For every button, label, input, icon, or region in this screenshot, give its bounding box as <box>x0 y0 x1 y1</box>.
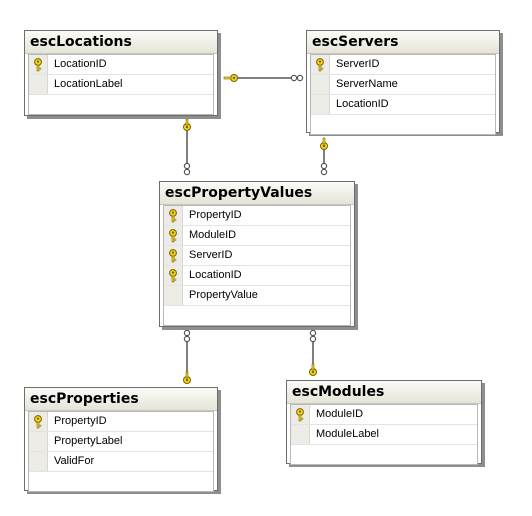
column-row[interactable]: ModuleID <box>291 405 477 425</box>
column-list: ModuleID ModuleLabel <box>290 404 478 465</box>
column-list: PropertyID ModuleID ServerID LocationID Prop… <box>163 205 351 326</box>
row-selector[interactable] <box>164 226 183 245</box>
row-selector[interactable] <box>291 425 310 444</box>
row-selector[interactable] <box>311 55 330 74</box>
column-row[interactable]: PropertyID <box>29 412 213 432</box>
table-title[interactable]: escLocations <box>25 31 217 54</box>
infinity-icon <box>183 329 191 343</box>
table-esclocations[interactable]: escLocations LocationID LocationLabel <box>24 30 218 116</box>
column-name: ModuleLabel <box>316 428 379 440</box>
key-end-icon <box>183 118 191 131</box>
empty-column-row[interactable] <box>29 95 213 114</box>
key-icon <box>33 57 43 72</box>
column-row[interactable]: ServerID <box>311 55 495 75</box>
column-row[interactable]: LocationID <box>311 95 495 115</box>
row-selector[interactable] <box>164 246 183 265</box>
key-icon <box>33 414 43 429</box>
table-title[interactable]: escServers <box>307 31 499 54</box>
row-selector[interactable] <box>29 75 48 94</box>
row-selector[interactable] <box>29 412 48 431</box>
row-selector[interactable] <box>29 452 48 471</box>
column-name: ValidFor <box>54 455 95 467</box>
table-title[interactable]: escProperties <box>25 388 217 411</box>
row-selector[interactable] <box>29 432 48 451</box>
table-escmodules[interactable]: escModules ModuleID ModuleLabel <box>286 380 482 465</box>
infinity-icon <box>183 162 191 176</box>
table-title[interactable]: escPropertyValues <box>160 182 354 205</box>
key-end-icon <box>309 363 317 376</box>
row-selector[interactable] <box>164 286 183 305</box>
key-icon <box>295 407 305 422</box>
column-row[interactable]: PropertyValue <box>164 286 350 306</box>
column-row[interactable]: PropertyLabel <box>29 432 213 452</box>
empty-column-row[interactable] <box>29 472 213 491</box>
key-icon <box>168 228 178 243</box>
row-selector[interactable] <box>291 405 310 424</box>
column-name: LocationID <box>189 269 242 281</box>
column-row[interactable]: LocationID <box>29 55 213 75</box>
key-icon <box>315 57 325 72</box>
column-list: LocationID LocationLabel <box>28 54 214 115</box>
empty-column-row[interactable] <box>291 445 477 464</box>
column-name: PropertyID <box>189 209 242 221</box>
column-row[interactable]: ModuleID <box>164 226 350 246</box>
key-icon <box>168 268 178 283</box>
row-selector[interactable] <box>29 55 48 74</box>
key-icon <box>168 208 178 223</box>
column-name: LocationLabel <box>54 78 123 90</box>
column-name: ServerID <box>189 249 233 261</box>
column-name: PropertyID <box>54 415 107 427</box>
column-name: LocationID <box>336 98 389 110</box>
key-end-icon <box>223 74 238 82</box>
table-escpropertyvalues[interactable]: escPropertyValues PropertyID ModuleID Serv… <box>159 181 355 327</box>
column-row[interactable]: ValidFor <box>29 452 213 472</box>
column-name: LocationID <box>54 58 107 70</box>
empty-column-row[interactable] <box>311 115 495 134</box>
column-row[interactable]: ServerName <box>311 75 495 95</box>
column-row[interactable]: ServerID <box>164 246 350 266</box>
column-row[interactable]: PropertyID <box>164 206 350 226</box>
column-name: ModuleID <box>189 229 237 241</box>
empty-column-row[interactable] <box>164 306 350 325</box>
key-icon <box>168 248 178 263</box>
infinity-icon <box>320 162 328 176</box>
column-row[interactable]: LocationLabel <box>29 75 213 95</box>
column-row[interactable]: LocationID <box>164 266 350 286</box>
row-selector[interactable] <box>164 266 183 285</box>
column-name: PropertyLabel <box>54 435 123 447</box>
row-selector[interactable] <box>164 206 183 225</box>
column-name: ServerID <box>336 58 380 70</box>
column-row[interactable]: ModuleLabel <box>291 425 477 445</box>
column-name: ServerName <box>336 78 398 90</box>
row-selector[interactable] <box>311 95 330 114</box>
column-name: PropertyValue <box>189 289 258 301</box>
infinity-icon <box>290 74 304 82</box>
key-end-icon <box>320 137 328 150</box>
column-name: ModuleID <box>316 408 364 420</box>
table-title[interactable]: escModules <box>287 381 481 404</box>
row-selector[interactable] <box>311 75 330 94</box>
infinity-icon <box>309 329 317 343</box>
key-end-icon <box>183 371 191 384</box>
